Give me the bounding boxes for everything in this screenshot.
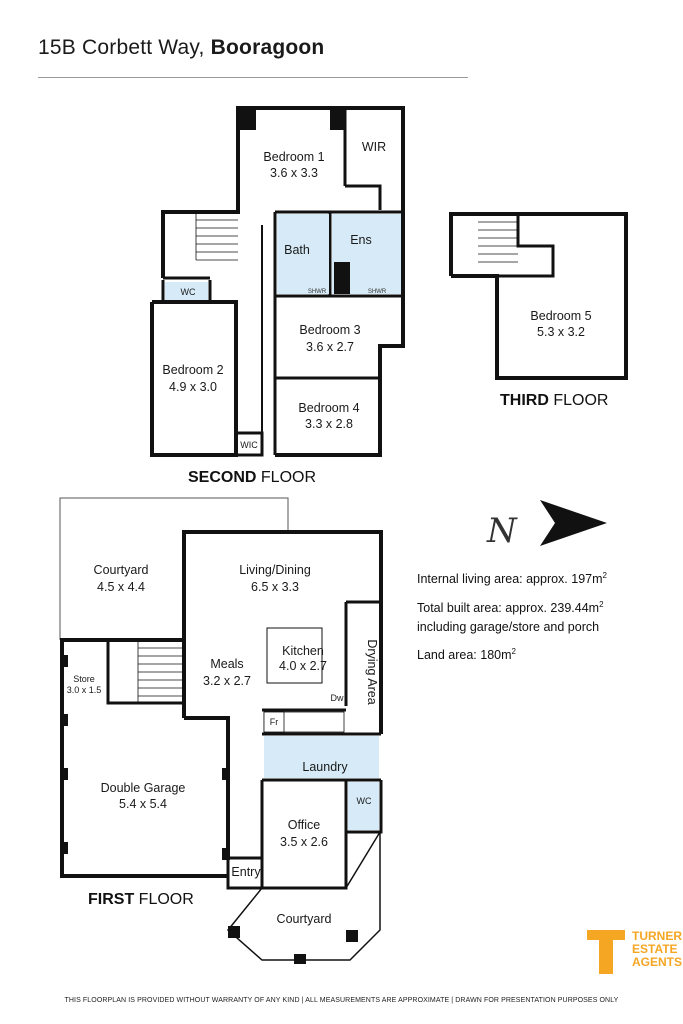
total-area: Total built area: approx. 239.44m2 [417,600,604,616]
bedroom4-name: Bedroom 4 [298,401,359,415]
logo-line1: TURNER [632,929,682,943]
logo-text: TURNER ESTATE AGENTS [632,930,682,969]
laundry-fill [264,736,379,778]
column-b1 [238,108,256,130]
living-name: Living/Dining [239,563,311,577]
stairs-second [195,214,238,261]
office-size: 3.5 x 2.6 [280,835,328,849]
turner-logo-icon [587,930,625,974]
entry-name: Entry [231,865,261,879]
third-floor-title: THIRD FLOOR [500,392,608,409]
bath-name: Bath [284,243,310,257]
ens-name: Ens [350,233,372,247]
store-name: Store [73,674,95,684]
stairs-first [137,640,184,703]
courtyard-bottom-name: Courtyard [277,912,332,926]
dw-label: Dw [331,693,344,703]
meals-size: 3.2 x 2.7 [203,674,251,688]
store-size: 3.0 x 1.5 [67,685,102,695]
garage-columns [62,655,228,860]
garage-name: Double Garage [101,781,186,795]
column-b1b [330,108,346,130]
header-divider [38,77,468,78]
wic-name: WIC [240,440,258,450]
laundry-name: Laundry [302,760,348,774]
stairs-third [478,221,518,263]
first-floor-plan [60,530,383,890]
logo-line2: ESTATE [632,942,678,956]
fridge-box [263,711,285,733]
bedroom3-name: Bedroom 3 [299,323,360,337]
disclaimer: THIS FLOORPLAN IS PROVIDED WITHOUT WARRA… [64,997,619,1004]
kitchen-name: Kitchen [282,644,324,658]
bedroom1-size: 3.6 x 3.3 [270,166,318,180]
bedroom4-size: 3.3 x 2.8 [305,417,353,431]
total-area-note: including garage/store and porch [417,620,600,634]
internal-area: Internal living area: approx. 197m2 [417,571,607,587]
courtyard-outline [59,497,289,640]
wir-name: WIR [362,140,386,154]
wc2-name: WC [181,287,196,297]
wc-fill-1 [348,782,379,830]
garage-size: 5.4 x 5.4 [119,797,167,811]
office-name: Office [288,818,320,832]
bedroom5-size: 5.3 x 3.2 [537,325,585,339]
shwr1-label: SHWR [308,289,327,295]
bedroom5-name: Bedroom 5 [530,309,591,323]
ens-column [334,262,350,294]
north-letter: N [486,511,518,551]
address-suburb: Booragoon [210,36,325,59]
living-size: 6.5 x 3.3 [251,580,299,594]
kitchen-size: 4.0 x 2.7 [279,659,327,673]
fr-label: Fr [270,717,279,727]
bedroom2-name: Bedroom 2 [162,363,223,377]
courtyard-top-size: 4.5 x 4.4 [97,580,145,594]
north-arrow-icon [540,500,607,546]
meals-name: Meals [210,657,243,671]
courtyard-bay [226,829,381,961]
land-area: Land area: 180m2 [417,647,516,663]
address-street: 15B Corbett Way, [38,36,205,59]
first-floor-title: FIRST FLOOR [88,891,194,908]
bay-columns [228,926,358,964]
drying-area-name: Drying Area [365,639,379,704]
bedroom1-name: Bedroom 1 [263,150,324,164]
second-floor-title: SECOND FLOOR [188,469,316,486]
property-address: 15B Corbett Way, Booragoon [38,36,324,60]
third-floor-plan [449,212,628,380]
shwr2-label: SHWR [368,289,387,295]
bath-fill [277,214,329,294]
wc1-name: WC [357,796,372,806]
courtyard-top-name: Courtyard [94,563,149,577]
bedroom2-size: 4.9 x 3.0 [169,380,217,394]
wc-fill-2 [165,282,208,300]
logo-line3: AGENTS [632,955,683,969]
second-floor-plan [150,106,405,457]
bedroom3-size: 3.6 x 2.7 [306,340,354,354]
